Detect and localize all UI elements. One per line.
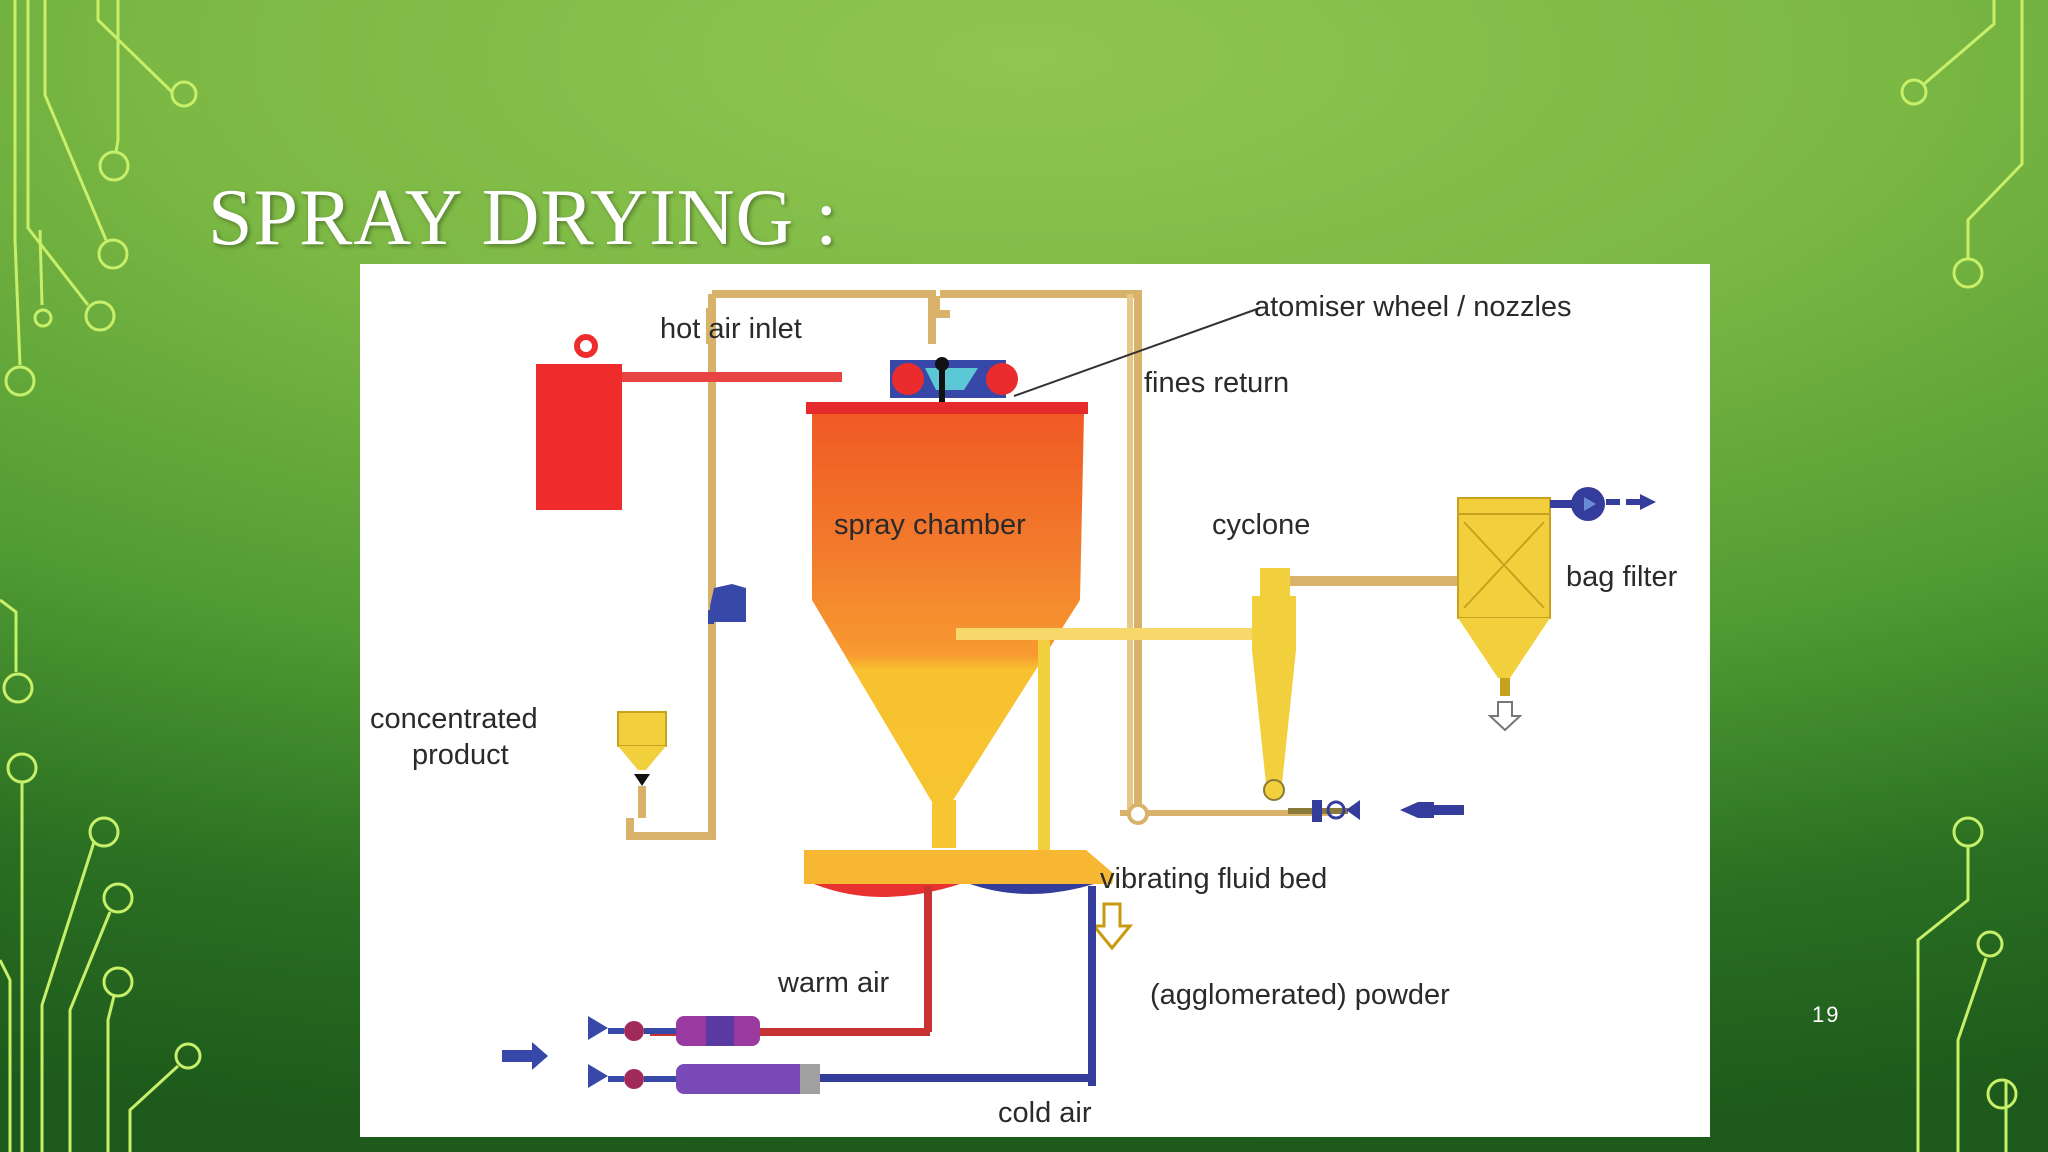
label-cold-air: cold air (998, 1097, 1092, 1129)
spray-chamber (804, 402, 1114, 897)
label-bag-filter: bag filter (1566, 561, 1678, 593)
label-warm-air: warm air (777, 967, 890, 999)
page-number: 19 (1812, 1002, 1841, 1027)
label-concentrated-product-line2: product (412, 739, 509, 771)
label-powder: (agglomerated) powder (1150, 979, 1450, 1011)
fines-line (956, 628, 1330, 850)
powder-arrow (1090, 902, 1134, 951)
label-hot-air-inlet: hot air inlet (660, 313, 802, 345)
label-vibrating-fluid-bed: vibrating fluid bed (1100, 863, 1327, 895)
circuit-decoration-right (1900, 0, 2024, 1152)
circuit-decoration-left (0, 0, 202, 1152)
atomiser-assembly (890, 357, 1018, 431)
spray-drying-diagram: hot air inlet atomiser wheel / nozzles f… (370, 290, 1678, 1129)
cyclone (1252, 568, 1482, 801)
diagram-panel: hot air inlet atomiser wheel / nozzles f… (360, 264, 1710, 1137)
product-tank (617, 711, 667, 818)
arrow-icon (1400, 802, 1464, 818)
fines-return-line (1127, 294, 1133, 814)
slide-title: SPRAY DRYING : (208, 174, 839, 262)
label-atomiser: atomiser wheel / nozzles (1254, 291, 1572, 323)
label-fines-return: fines return (1144, 367, 1289, 399)
label-spray-chamber: spray chamber (834, 509, 1026, 541)
blower-icon (502, 1016, 820, 1094)
bag-filter (1457, 497, 1551, 732)
valve-icon (1288, 800, 1360, 822)
cold-air-line (780, 886, 1096, 1086)
warm-air-line (650, 886, 932, 1036)
label-cyclone: cyclone (1212, 509, 1310, 541)
hot-air-heater (536, 334, 842, 510)
label-concentrated-product-line1: concentrated (370, 703, 538, 735)
fan-icon (1550, 487, 1656, 521)
pump-icon (708, 584, 746, 624)
atomiser-leader-line (1013, 307, 1261, 397)
